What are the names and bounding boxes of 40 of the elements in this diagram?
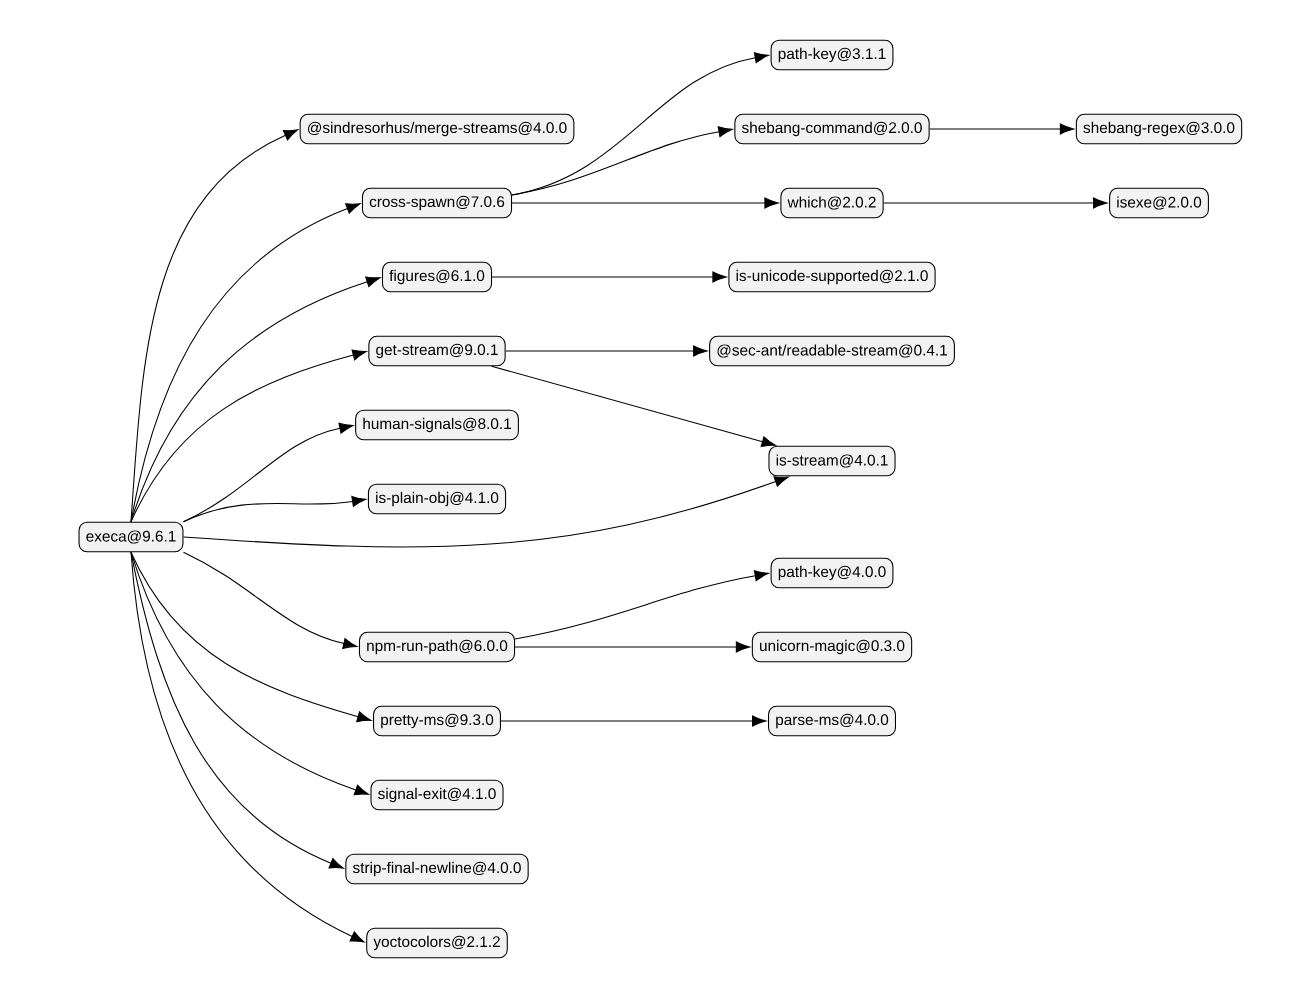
arrow	[130, 551, 365, 943]
package-box: shebang-command@2.0.0	[734, 113, 930, 145]
package-box: strip-final-newline@4.0.0	[345, 853, 529, 885]
package-box: which@2.0.2	[780, 187, 884, 219]
arrow	[883, 197, 1108, 209]
package-box: parse-ms@4.0.0	[768, 705, 896, 737]
package-box: get-stream@9.0.1	[368, 335, 506, 367]
package-box: unicorn-magic@0.3.0	[751, 631, 913, 663]
package-box: shebang-regex@3.0.0	[1075, 113, 1243, 145]
arrow	[511, 197, 779, 209]
package-box: @sindresorhus/merge-streams@4.0.0	[299, 113, 575, 145]
arrow	[130, 129, 299, 523]
arrow	[182, 551, 358, 649]
package-box: path-key@3.1.1	[770, 39, 894, 71]
package-box: @sec-ant/readable-stream@0.4.1	[709, 335, 955, 367]
arrow	[182, 476, 789, 548]
arrow	[130, 551, 372, 723]
package-box: is-unicode-supported@2.1.0	[728, 261, 936, 293]
package-box: signal-exit@4.1.0	[370, 779, 504, 811]
arrow	[491, 271, 727, 283]
package-box: cross-spawn@7.0.6	[361, 187, 513, 219]
arrow	[514, 641, 751, 653]
arrow	[514, 570, 769, 640]
arrow	[929, 123, 1075, 135]
package-box: is-plain-obj@4.1.0	[367, 483, 507, 515]
package-box: npm-run-path@6.0.0	[358, 631, 516, 663]
package-box: is-stream@4.0.1	[768, 445, 896, 477]
arrow	[491, 365, 776, 448]
package-box: yoctocolors@2.1.2	[366, 927, 508, 959]
arrow	[511, 126, 733, 196]
arrow	[130, 349, 367, 523]
arrow	[182, 495, 367, 523]
package-box: figures@6.1.0	[381, 261, 493, 293]
package-box: path-key@4.0.0	[770, 557, 894, 589]
package-box: execa@9.6.1	[78, 521, 184, 553]
arrow	[505, 345, 708, 357]
package-box: pretty-ms@9.3.0	[373, 705, 501, 737]
package-box: human-signals@8.0.1	[355, 409, 519, 441]
arrow	[500, 715, 767, 727]
package-box: isexe@2.0.0	[1109, 187, 1209, 219]
